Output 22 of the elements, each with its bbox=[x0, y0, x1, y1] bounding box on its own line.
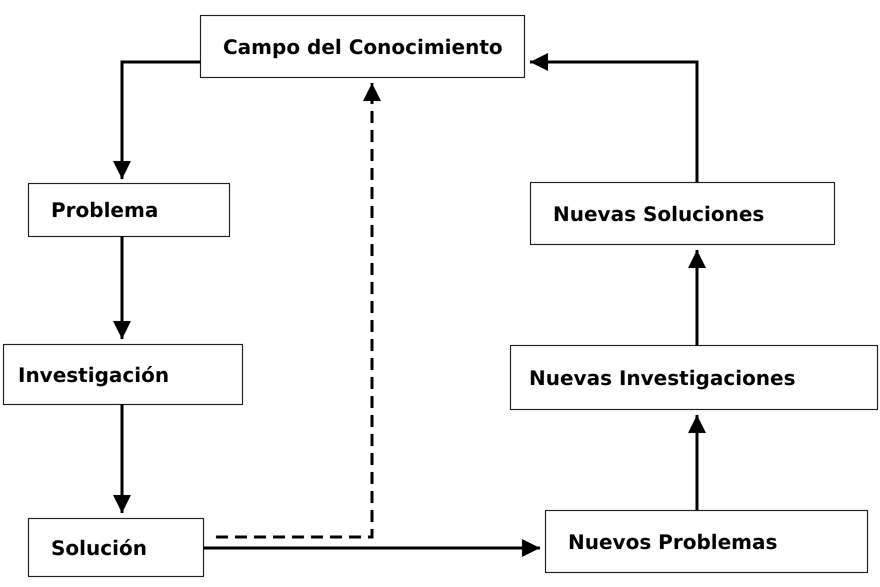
arrow bbox=[113, 237, 131, 339]
process-box bbox=[28, 183, 230, 237]
process-box bbox=[200, 15, 525, 78]
box-label: Investigación bbox=[18, 362, 170, 386]
box-label: Nuevas Soluciones bbox=[553, 202, 764, 226]
arrow bbox=[113, 405, 131, 513]
arrow bbox=[688, 415, 706, 510]
process-box bbox=[510, 345, 878, 410]
process-box bbox=[545, 510, 868, 573]
arrow bbox=[530, 53, 698, 182]
process-box bbox=[28, 518, 204, 577]
box-label: Campo del Conocimiento bbox=[223, 34, 503, 58]
process-box bbox=[3, 344, 243, 405]
arrow bbox=[113, 60, 200, 179]
box-label: Nuevas Investigaciones bbox=[529, 366, 796, 390]
box-label: Solución bbox=[51, 536, 147, 560]
box-label: Problema bbox=[51, 198, 158, 222]
process-box bbox=[530, 182, 835, 245]
dashed-arrow bbox=[216, 83, 381, 538]
arrow bbox=[688, 250, 706, 345]
box-label: Nuevos Problemas bbox=[568, 530, 778, 554]
arrow bbox=[204, 539, 540, 557]
